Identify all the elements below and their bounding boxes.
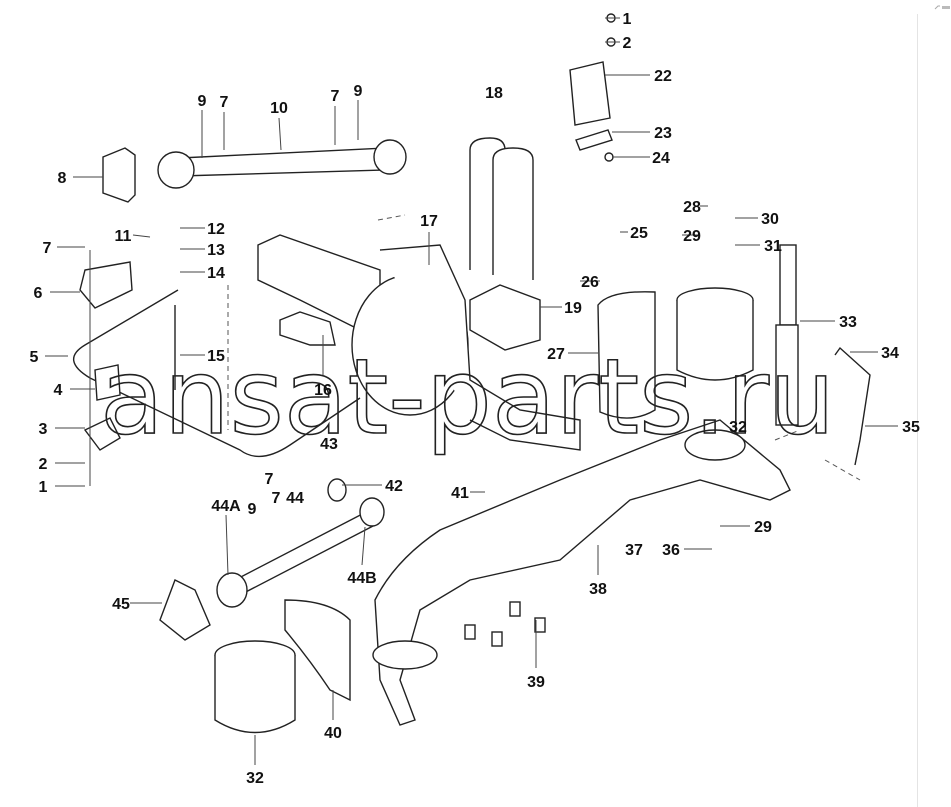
callout-44a: 44A bbox=[211, 498, 241, 515]
part-lower-arm bbox=[216, 478, 385, 608]
callout-45: 45 bbox=[112, 596, 130, 613]
callout-31: 31 bbox=[764, 238, 782, 255]
part-4-bushing bbox=[94, 364, 121, 401]
callout-15: 15 bbox=[207, 348, 225, 365]
callout-41: 41 bbox=[451, 485, 469, 502]
callout-9: 9 bbox=[248, 501, 257, 518]
part-shock-absorber bbox=[775, 244, 799, 426]
callout-26: 26 bbox=[581, 274, 599, 291]
callout-6: 6 bbox=[34, 285, 43, 302]
part-air-spring-upper bbox=[676, 287, 754, 381]
callout-12: 12 bbox=[207, 221, 225, 238]
callout-1: 1 bbox=[623, 11, 632, 28]
callout-1: 1 bbox=[39, 479, 48, 496]
dashed-assembly-lines bbox=[227, 214, 861, 481]
part-35-height-sensor bbox=[834, 346, 871, 466]
part-19-pad bbox=[469, 284, 541, 351]
callout-3: 3 bbox=[39, 421, 48, 438]
callout-10: 10 bbox=[270, 100, 288, 117]
callout-9: 9 bbox=[354, 83, 363, 100]
part-45-bracket bbox=[159, 579, 211, 641]
part-nuts-39 bbox=[464, 601, 546, 647]
callout-32: 32 bbox=[729, 419, 747, 436]
parts-drawing bbox=[45, 13, 898, 765]
callout-9: 9 bbox=[198, 93, 207, 110]
callout-42: 42 bbox=[385, 478, 403, 495]
part-22-bracket bbox=[569, 61, 611, 126]
callout-4: 4 bbox=[54, 382, 63, 399]
panel-divider bbox=[917, 14, 918, 807]
callout-36: 36 bbox=[662, 542, 680, 559]
callout-7: 7 bbox=[43, 240, 52, 257]
callout-16: 16 bbox=[314, 382, 332, 399]
callout-17: 17 bbox=[420, 213, 438, 230]
callout-29: 29 bbox=[683, 228, 701, 245]
part-3-clamp bbox=[83, 417, 121, 451]
part-27-shield bbox=[597, 291, 656, 419]
callout-27: 27 bbox=[547, 346, 565, 363]
callout-2: 2 bbox=[623, 35, 632, 52]
part-40-shield bbox=[284, 599, 351, 702]
callout-11: 11 bbox=[115, 228, 132, 245]
callout-8: 8 bbox=[58, 170, 67, 187]
callout-24: 24 bbox=[652, 150, 670, 167]
callout-35: 35 bbox=[902, 419, 920, 436]
expand-icon[interactable] bbox=[934, 4, 950, 10]
callout-23: 23 bbox=[654, 125, 672, 142]
part-air-spring-lower bbox=[214, 640, 296, 734]
callout-18: 18 bbox=[485, 85, 503, 102]
callout-19: 19 bbox=[564, 300, 582, 317]
callout-39: 39 bbox=[527, 674, 545, 691]
part-trailing-arm-upper bbox=[157, 139, 407, 189]
part-8-bracket bbox=[102, 147, 136, 203]
callout-7: 7 bbox=[220, 94, 229, 111]
part-37-frame-rail bbox=[374, 419, 791, 726]
part-u-bolts bbox=[469, 137, 534, 280]
watermark: ansat-parts.ru bbox=[100, 336, 835, 458]
callout-25: 25 bbox=[630, 225, 648, 242]
leader-lines bbox=[45, 17, 898, 765]
callout-22: 22 bbox=[654, 68, 672, 85]
callout-38: 38 bbox=[589, 581, 607, 598]
part-23-plate bbox=[575, 129, 613, 151]
callout-13: 13 bbox=[207, 242, 225, 259]
callout-40: 40 bbox=[324, 725, 342, 742]
callout-44b: 44B bbox=[347, 570, 376, 587]
callout-33: 33 bbox=[839, 314, 857, 331]
callout-5: 5 bbox=[30, 349, 39, 366]
callout-29: 29 bbox=[754, 519, 772, 536]
callout-7: 7 bbox=[272, 490, 281, 507]
part-6-bracket bbox=[79, 261, 133, 309]
callout-34: 34 bbox=[881, 345, 899, 362]
callout-14: 14 bbox=[207, 265, 225, 282]
callout-30: 30 bbox=[761, 211, 779, 228]
callout-2: 2 bbox=[39, 456, 48, 473]
part-axle-housing bbox=[257, 234, 581, 451]
callout-7: 7 bbox=[331, 88, 340, 105]
callout-32: 32 bbox=[246, 770, 264, 787]
callout-43: 43 bbox=[320, 436, 338, 453]
part-5-stabilizer-bar bbox=[73, 289, 361, 458]
callout-28: 28 bbox=[683, 199, 701, 216]
callout-37: 37 bbox=[625, 542, 643, 559]
callout-44: 44 bbox=[286, 490, 304, 507]
callout-7: 7 bbox=[265, 471, 274, 488]
